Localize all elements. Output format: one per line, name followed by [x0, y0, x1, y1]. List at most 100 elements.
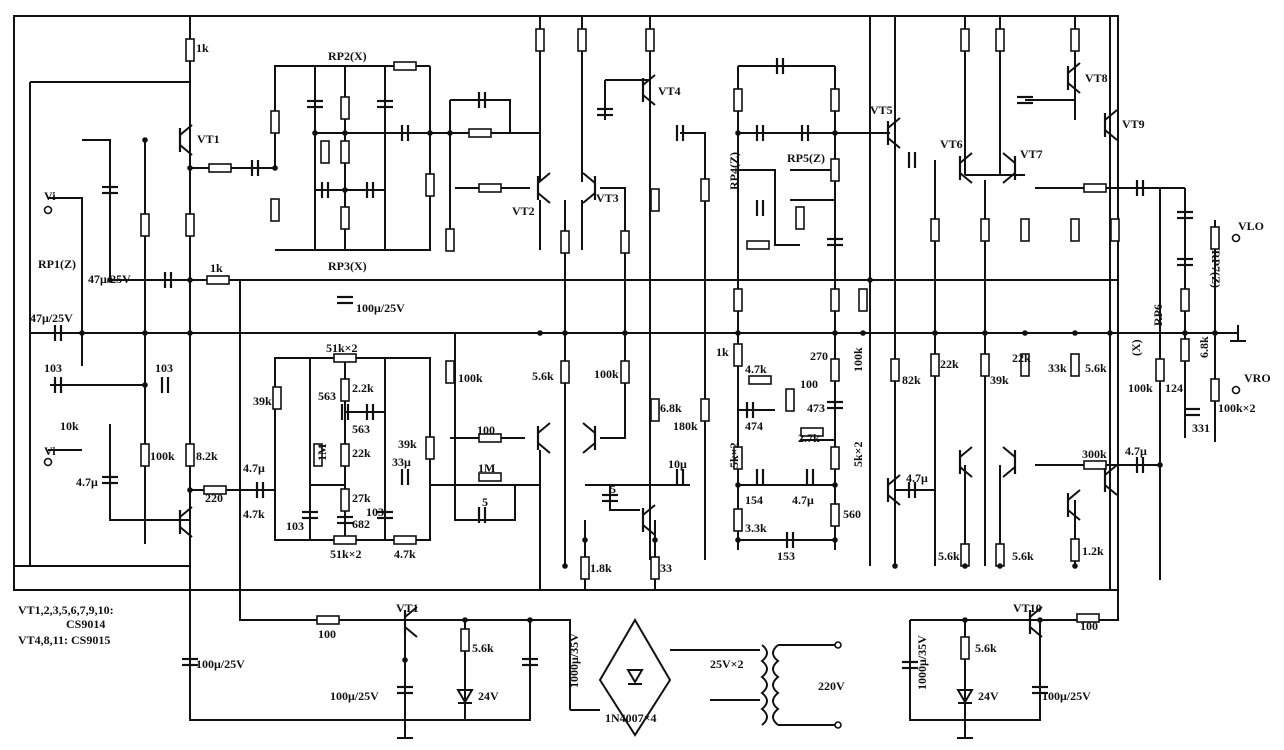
- capacitor-40: [1135, 457, 1145, 473]
- resistor-5: [208, 163, 232, 173]
- junction-dot: [997, 563, 1003, 569]
- transistor-emitter: [1067, 82, 1081, 94]
- label-ps-z24-b: 24V: [978, 689, 999, 703]
- label-r-1k2: 1.2k: [1082, 544, 1104, 558]
- resistor-32: [830, 288, 840, 312]
- bridge-diode-icon: [626, 669, 644, 685]
- junction-dot: [272, 165, 278, 171]
- label-r-2k7: 2.7k: [798, 431, 820, 445]
- label-r-100k-x2: 100k×2: [1218, 401, 1256, 415]
- junction-dot: [962, 617, 968, 623]
- resistor-78: [1110, 218, 1120, 242]
- resistor-86: [960, 636, 970, 660]
- transistor-emitter: [642, 524, 656, 536]
- capacitor-41: [1177, 210, 1193, 220]
- capacitor-25: [337, 515, 353, 525]
- zener-diode-icon: [456, 689, 974, 704]
- label-c-5-a: 5: [482, 495, 488, 509]
- label-r-2k2: 2.2k: [352, 381, 374, 395]
- junction-dot: [402, 657, 408, 663]
- junction-dot: [1072, 563, 1078, 569]
- capacitor-10: [320, 182, 330, 198]
- label-rp6: RP6: [1151, 304, 1165, 326]
- resistor-69: [1070, 353, 1080, 377]
- transistor-collector: [642, 504, 656, 516]
- resistor-42: [425, 436, 435, 460]
- capacitor-35: [827, 400, 843, 410]
- transistor-emitter: [959, 172, 973, 184]
- resistor-77: [1083, 460, 1107, 470]
- transistor-collector: [642, 74, 656, 86]
- label-ps-r5k6-a: 5.6k: [472, 641, 494, 655]
- capacitor-19: [800, 125, 810, 141]
- label-r-1m-b: 1M: [478, 461, 495, 475]
- resistor-20: [577, 28, 587, 52]
- transistor-collector: [959, 152, 973, 164]
- label-r-22k-c: 22k: [1012, 351, 1031, 365]
- capacitor-13: [477, 92, 487, 108]
- capacitor-42: [1177, 257, 1193, 267]
- resistor-47: [478, 472, 502, 482]
- transistor-emitter: [1067, 509, 1081, 521]
- label-c-154: 154: [745, 493, 763, 507]
- resistor-18: [445, 228, 455, 252]
- capacitor-44: [182, 657, 198, 667]
- label-vro: VRO: [1244, 371, 1271, 385]
- resistor-17: [478, 183, 502, 193]
- capacitor-32: [755, 469, 765, 485]
- label-r-1k-mid: 1k: [210, 261, 223, 275]
- resistor-44: [333, 535, 357, 545]
- label-c-103-b: 103: [155, 361, 173, 375]
- capacitor-37: [907, 482, 917, 498]
- label-c-10u: 10μ: [668, 457, 687, 471]
- resistor-0: [185, 38, 195, 62]
- label-r-5k6-c: 5.6k: [938, 549, 960, 563]
- transistor-10: [958, 152, 973, 184]
- resistor-23: [620, 230, 630, 254]
- transistor-emitter: [582, 192, 596, 204]
- transistor-emitter: [537, 192, 551, 204]
- junction-dot: [1212, 330, 1218, 336]
- resistor-34: [445, 360, 455, 384]
- label-rp2: RP2(X): [328, 49, 367, 63]
- label-r-100-b: 100: [800, 377, 818, 391]
- label-x-mark: (X): [1129, 339, 1143, 356]
- junction-dot: [527, 617, 533, 623]
- label-r-4k7-a: 4.7k: [243, 507, 265, 521]
- label-r-39k-c: 39k: [990, 373, 1009, 387]
- capacitor-12: [400, 125, 410, 141]
- resistor-63: [980, 218, 990, 242]
- capacitor-46: [522, 657, 538, 667]
- label-c-103-d: 103: [366, 505, 384, 519]
- label-r-1k-c: 1k: [716, 345, 729, 359]
- resistor-48: [650, 398, 660, 422]
- junction-dot: [342, 130, 348, 136]
- resistor-22: [560, 230, 570, 254]
- capacitor-28: [477, 507, 487, 523]
- transistor-emitter: [887, 494, 901, 506]
- junctions: [79, 130, 1218, 663]
- label-ps-r5k6-b: 5.6k: [975, 641, 997, 655]
- resistor-29: [746, 240, 770, 250]
- junction-dot: [832, 130, 838, 136]
- label-r-22k-b: 22k: [940, 357, 959, 371]
- label-r-82k: 82k: [902, 373, 921, 387]
- resistor-62: [930, 218, 940, 242]
- capacitor-0: [250, 160, 260, 176]
- label-r-100k-c: 100k: [594, 367, 619, 381]
- legend-line2: CS9014: [66, 617, 105, 631]
- capacitor-48: [1032, 685, 1048, 695]
- resistor-66: [930, 353, 940, 377]
- label-r-51k-bot: 51k×2: [330, 547, 362, 561]
- resistor-54: [785, 388, 795, 412]
- junction-dot: [892, 563, 898, 569]
- transistor-7: [641, 504, 656, 536]
- resistor-68: [1020, 353, 1030, 377]
- junction-dot: [562, 563, 568, 569]
- resistor-50: [580, 556, 590, 580]
- transistor-3: [582, 172, 597, 204]
- label-c-5-b: 5: [610, 482, 616, 496]
- resistor-3: [140, 443, 150, 467]
- capacitor-26: [377, 510, 393, 520]
- junction-dot: [1037, 617, 1043, 623]
